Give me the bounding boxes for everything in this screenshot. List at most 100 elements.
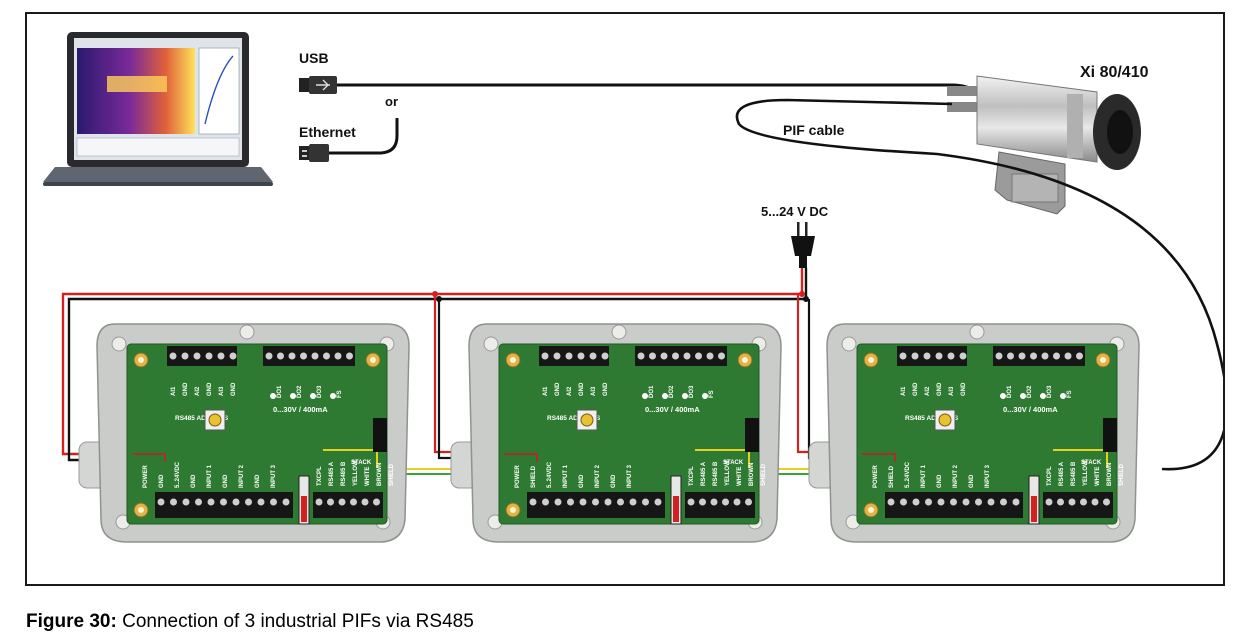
top-terminal-label: GND: [579, 382, 585, 396]
bottom-terminal-label: SHIELD: [889, 465, 895, 488]
bottom-terminal-label: GND: [223, 474, 229, 488]
top-terminal-label: AI2: [567, 386, 573, 396]
strip-label: STACK: [351, 460, 372, 466]
bottom-terminal-label: GND: [969, 474, 975, 488]
ethernet-label: Ethernet: [299, 124, 356, 140]
output-terminal-label: FS: [337, 390, 343, 398]
rs485-terminal-label: BROWN: [1107, 463, 1113, 486]
top-terminal-label: AI3: [591, 386, 597, 396]
top-terminal-label: AI3: [219, 386, 225, 396]
rs485-terminal-label: WHITE: [365, 467, 371, 486]
rs485-terminal-label: YELLOW: [725, 460, 731, 486]
output-terminal-label: FS: [1067, 390, 1073, 398]
output-range-label: 0...30V / 400mA: [645, 405, 700, 414]
or-label: or: [385, 94, 398, 109]
bottom-terminal-label: INPUT 2: [953, 464, 959, 488]
bottom-terminal-label: GND: [937, 474, 943, 488]
output-range-label: 0...30V / 400mA: [1003, 405, 1058, 414]
power-plug-icon: [791, 222, 815, 268]
figure-number: Figure 30:: [26, 611, 117, 632]
top-terminal-label: AI1: [901, 386, 907, 396]
output-terminal-label: DO2: [297, 385, 303, 398]
bottom-terminal-label: 5..24VDC: [547, 461, 553, 488]
output-terminal-label: FS: [709, 390, 715, 398]
output-terminal-label: DO3: [689, 385, 695, 398]
output-terminal-label: DO2: [1027, 385, 1033, 398]
bottom-terminal-label: INPUT 3: [271, 464, 277, 488]
laptop-icon: [43, 32, 273, 186]
usb-plug-icon: [299, 76, 337, 94]
bottom-terminal-label: POWER: [143, 465, 149, 488]
output-terminal-label: DO3: [317, 385, 323, 398]
output-terminal-label: DO3: [1047, 385, 1053, 398]
top-terminal-label: GND: [937, 382, 943, 396]
bottom-terminal-label: GND: [159, 474, 165, 488]
bottom-terminal-label: GND: [579, 474, 585, 488]
rs485-terminal-label: YELLOW: [1083, 460, 1089, 486]
bottom-terminal-label: POWER: [873, 465, 879, 488]
top-terminal-label: AI3: [949, 386, 955, 396]
bottom-terminal-label: GND: [191, 474, 197, 488]
top-terminal-label: GND: [207, 382, 213, 396]
power-wire-red: [61, 268, 804, 456]
pif-cable-label: PIF cable: [783, 122, 845, 138]
bottom-terminal-label: GND: [255, 474, 261, 488]
rs485-terminal-label: YELLOW: [353, 460, 359, 486]
rs485-terminal-label: TXCPL: [689, 466, 695, 486]
bottom-terminal-label: INPUT 3: [627, 464, 633, 488]
ethernet-cable: [329, 118, 399, 155]
top-terminal-label: AI1: [171, 386, 177, 396]
ground-wire-black: [67, 268, 808, 462]
ethernet-plug-icon: [299, 144, 329, 162]
strip-label: STACK: [723, 460, 744, 466]
bottom-terminal-label: INPUT 1: [563, 464, 569, 488]
output-terminal-label: DO1: [649, 385, 655, 398]
figure-caption-text: Connection of 3 industrial PIFs via RS48…: [122, 611, 474, 632]
output-terminal-label: DO1: [277, 385, 283, 398]
bottom-terminal-label: INPUT 1: [207, 464, 213, 488]
top-terminal-label: GND: [183, 382, 189, 396]
strip-label: STACK: [1081, 460, 1102, 466]
rs485-terminal-label: SHIELD: [1119, 463, 1125, 486]
rs485-terminal-label: RS485 B: [713, 461, 719, 486]
usb-label: USB: [299, 50, 329, 66]
figure-caption: Figure 30: Connection of 3 industrial PI…: [26, 611, 474, 633]
rs485-terminal-label: TXCPL: [1047, 466, 1053, 486]
top-terminal-label: GND: [555, 382, 561, 396]
top-terminal-label: GND: [913, 382, 919, 396]
rs485-address-label: RS485 ADDRESS: [905, 415, 959, 422]
bottom-terminal-label: INPUT 2: [239, 464, 245, 488]
rs485-terminal-label: RS485 A: [701, 461, 707, 486]
rs485-terminal-label: BROWN: [749, 463, 755, 486]
usb-cable: [337, 83, 978, 94]
output-range-label: 0...30V / 400mA: [273, 405, 328, 414]
rs485-terminal-label: BROWN: [377, 463, 383, 486]
bottom-terminal-label: INPUT 3: [985, 464, 991, 488]
rs485-terminal-label: RS485 A: [329, 461, 335, 486]
top-terminal-label: AI2: [195, 386, 201, 396]
rs485-address-label: RS485 ADDRESS: [547, 415, 601, 422]
bottom-terminal-label: 5..24VDC: [175, 461, 181, 488]
rs485-terminal-label: WHITE: [1095, 467, 1101, 486]
top-terminal-label: GND: [231, 382, 237, 396]
top-terminal-label: AI1: [543, 386, 549, 396]
bottom-terminal-label: GND: [611, 474, 617, 488]
rs485-terminal-label: WHITE: [737, 467, 743, 486]
rs485-terminal-label: RS485 B: [341, 461, 347, 486]
rs485-address-label: RS485 ADDRESS: [175, 415, 229, 422]
camera-model-label: Xi 80/410: [1080, 64, 1149, 81]
rs485-terminal-label: TXCPL: [317, 466, 323, 486]
rs485-terminal-label: SHIELD: [761, 463, 767, 486]
bottom-terminal-label: INPUT 1: [921, 464, 927, 488]
rs485-terminal-label: RS485 A: [1059, 461, 1065, 486]
output-terminal-label: DO2: [669, 385, 675, 398]
top-terminal-label: GND: [603, 382, 609, 396]
output-terminal-label: DO1: [1007, 385, 1013, 398]
bottom-terminal-label: SHIELD: [531, 465, 537, 488]
pif-cable: [735, 98, 1223, 471]
power-supply-label: 5...24 V DC: [761, 204, 829, 219]
